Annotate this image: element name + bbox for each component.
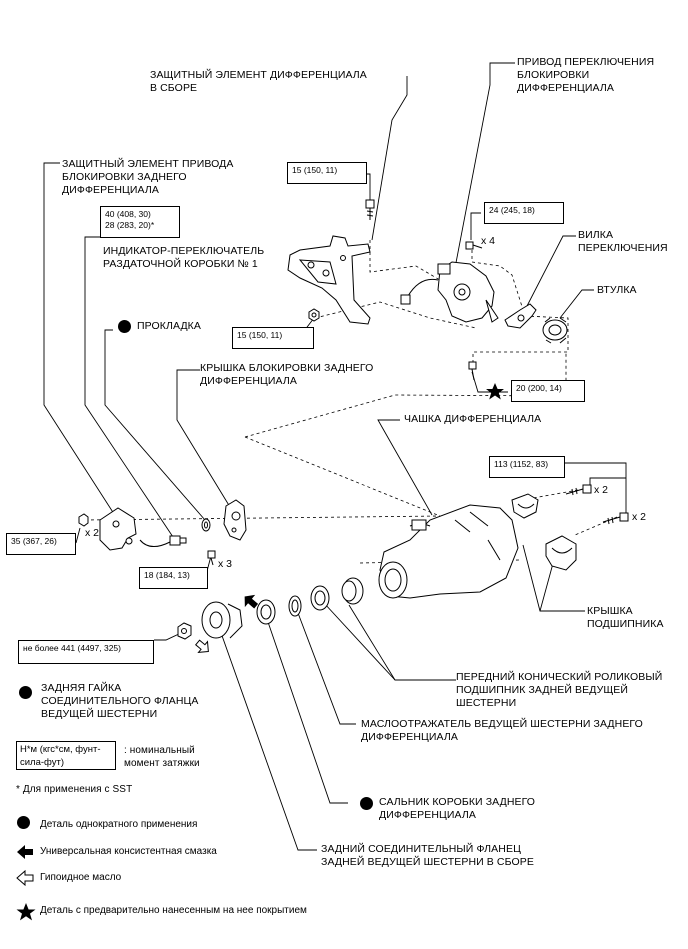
precoated-star-icon	[486, 383, 504, 400]
oil-seal-non-reusable-icon	[360, 797, 373, 810]
bolt-x2-left	[78, 513, 89, 527]
diff-guard-bracket	[287, 235, 371, 325]
oil-slinger-part	[288, 595, 302, 617]
label-indicator-switch: ИНДИКАТОР-ПЕРЕКЛЮЧАТЕЛЬ РАЗДАТОЧНОЙ КОРО…	[103, 245, 265, 270]
leader-t113	[565, 462, 627, 517]
sleeve-part	[542, 317, 568, 344]
mult-x4: x 4	[481, 235, 496, 247]
legend-hypoid-icon	[16, 869, 34, 887]
leader-lock-cover	[176, 369, 231, 508]
legend-grease-icon	[17, 845, 33, 859]
torque-t113: 113 (1152, 83)	[489, 456, 565, 478]
leader-flange	[219, 629, 317, 851]
torque-t18: 18 (184, 13)	[139, 567, 208, 589]
label-actuator-guard: ЗАЩИТНЫЙ ЭЛЕМЕНТ ПРИВОДА БЛОКИРОВКИ ЗАДН…	[62, 158, 234, 196]
leader-t35	[75, 527, 81, 544]
legend-precoated: Деталь с предварительно нанесенным на не…	[14, 905, 307, 916]
leader-diff-case	[377, 419, 433, 516]
lock-cover-part	[223, 499, 247, 541]
legend-hypoid-text: Гипоидное масло	[40, 872, 122, 883]
torque-t24: 24 (245, 18)	[484, 202, 564, 224]
bolt-x2-a	[565, 484, 592, 496]
legend-unit-box: Н*м (кгс*см, фунт- сила-фут)	[16, 741, 116, 770]
bearing-cap-part-2	[545, 535, 577, 571]
legend-dot-icon	[16, 816, 30, 829]
torque-t441: не более 441 (4497, 325)	[18, 640, 154, 664]
leader-gasket	[104, 329, 206, 521]
label-lock-cover: КРЫШКА БЛОКИРОВКИ ЗАДНЕГО ДИФФЕРЕНЦИАЛА	[200, 362, 374, 387]
label-flange-assy: ЗАДНИЙ СОЕДИНИТЕЛЬНЫЙ ФЛАНЕЦ ЗАДНЕЙ ВЕДУ…	[321, 843, 534, 868]
diff-carrier-part	[378, 504, 519, 599]
bearing-cap-part-1	[511, 493, 539, 519]
label-shift-fork: ВИЛКА ПЕРЕКЛЮЧЕНИЯ	[578, 229, 668, 254]
legend-hypoid: Гипоидное масло	[14, 872, 121, 883]
torque-t20: 20 (200, 14)	[511, 380, 585, 402]
mult-x2-b: x 2	[632, 511, 647, 523]
leader-t24	[470, 212, 481, 240]
legend-unit-desc: : номинальный момент затяжки	[124, 745, 200, 769]
leader-indicator-switch	[84, 236, 176, 541]
leader-sleeve	[559, 289, 594, 319]
bolt-x3	[207, 550, 216, 566]
legend-non-reusable: Деталь однократного применения	[14, 816, 197, 832]
label-diff-case: ЧАШКА ДИФФЕРЕНЦИАЛА	[404, 413, 542, 425]
legend-grease: Универсальная консистентная смазка	[14, 846, 217, 857]
torque-t15-mid: 15 (150, 11)	[232, 327, 314, 349]
legend-non-reusable-text: Деталь однократного применения	[40, 818, 198, 830]
lock-actuator-part	[400, 261, 499, 323]
mult-x2-a: x 2	[594, 484, 609, 496]
legend-grease-text: Универсальная консистентная смазка	[40, 846, 217, 857]
hypoid-oil-arrow-icon	[195, 639, 209, 653]
oil-seal-part	[256, 599, 276, 625]
leader-rear-nut	[154, 632, 182, 641]
leader-oil-slinger	[297, 612, 356, 725]
rear-nut-non-reusable-icon	[19, 686, 32, 699]
leader-actuator-guard	[43, 162, 117, 518]
indicator-switch-part	[139, 535, 187, 547]
leader-bearing-cap	[522, 544, 585, 612]
label-oil-seal: САЛЬНИК КОРОБКИ ЗАДНЕГО ДИФФЕРЕНЦИАЛА	[379, 796, 536, 821]
shift-fork-part	[504, 303, 537, 329]
bolt-top	[365, 199, 375, 220]
leader-front-bearing	[348, 604, 456, 681]
mult-x2-c: x 2	[85, 527, 100, 539]
grease-arrow-icon	[244, 594, 259, 609]
leader-lock-actuator	[454, 62, 515, 269]
front-bearing-part	[310, 577, 364, 611]
mult-x3: x 3	[218, 558, 233, 570]
label-lock-actuator: ПРИВОД ПЕРЕКЛЮЧЕНИЯ БЛОКИРОВКИ ДИФФЕРЕНЦ…	[517, 56, 655, 94]
bolt-x4	[465, 241, 483, 250]
gasket-part	[201, 518, 211, 532]
rear-nut-part	[177, 622, 192, 640]
label-rear-nut: ЗАДНЯЯ ГАЙКА СОЕДИНИТЕЛЬНОГО ФЛАНЦА ВЕДУ…	[41, 682, 199, 720]
leader-diff-guard	[371, 76, 408, 241]
leader-t15-top	[366, 173, 371, 200]
gasket-non-reusable-icon	[118, 320, 131, 333]
torque-t35: 35 (367, 26)	[6, 533, 76, 555]
actuator-guard-part	[99, 507, 137, 551]
legend-precoated-text: Деталь с предварительно нанесенным на не…	[40, 905, 307, 916]
bolt-x2-b	[602, 512, 629, 525]
leader-front-bearing-2	[323, 602, 396, 681]
torque-t40: 40 (408, 30) 28 (283, 20)*	[100, 206, 180, 238]
label-gasket: ПРОКЛАДКА	[137, 320, 201, 332]
flange-part	[201, 601, 243, 639]
label-sleeve: ВТУЛКА	[597, 284, 637, 296]
legend-sst-note: * Для применения с SST	[16, 784, 133, 795]
label-diff-guard-assy: ЗАЩИТНЫЙ ЭЛЕМЕНТ ДИФФЕРЕНЦИАЛА В СБОРЕ	[150, 69, 367, 94]
leader-oil-seal	[267, 621, 348, 804]
legend-star-icon	[16, 903, 36, 921]
label-oil-slinger: МАСЛООТРАЖАТЕЛЬ ВЕДУЩЕЙ ШЕСТЕРНИ ЗАДНЕГО…	[361, 718, 643, 743]
leader-shift-fork	[526, 235, 576, 307]
label-bearing-cap: КРЫШКА ПОДШИПНИКА	[587, 605, 664, 630]
label-front-bearing: ПЕРЕДНИЙ КОНИЧЕСКИЙ РОЛИКОВЫЙ ПОДШИПНИК …	[456, 671, 663, 709]
nut-mid	[308, 308, 320, 322]
bolt-20	[468, 361, 477, 381]
torque-t15-top: 15 (150, 11)	[287, 162, 367, 184]
